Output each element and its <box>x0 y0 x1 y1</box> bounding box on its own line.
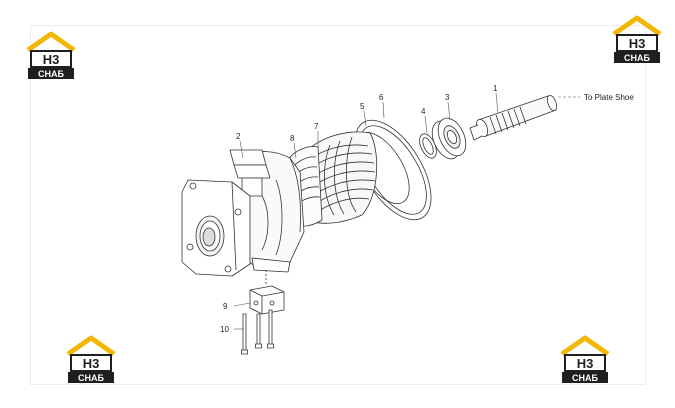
motor-housing-2 <box>229 149 305 273</box>
leader-lines <box>233 92 580 330</box>
shaft-1 <box>469 94 558 141</box>
logo-bottom-right: H3 СНАБ <box>556 332 614 384</box>
bolts-10 <box>241 309 274 355</box>
svg-text:СНАБ: СНАБ <box>624 53 650 63</box>
house-logo-icon: H3 СНАБ <box>66 335 116 383</box>
snap-ring-4 <box>419 133 437 159</box>
svg-text:СНАБ: СНАБ <box>572 373 598 383</box>
svg-text:H3: H3 <box>577 356 594 371</box>
svg-text:СНАБ: СНАБ <box>38 69 64 79</box>
logo-bottom-left: H3 СНАБ <box>62 332 120 384</box>
callout-5: 5 <box>360 102 365 111</box>
callout-4: 4 <box>421 107 426 116</box>
callout-2: 2 <box>236 132 241 141</box>
logo-top-right: H3 СНАБ <box>608 12 666 64</box>
callout-8: 8 <box>290 134 295 143</box>
house-logo-icon: H3 СНАБ <box>26 31 76 79</box>
mounting-flange <box>181 179 251 277</box>
logo-top-left: H3 СНАБ <box>22 28 80 80</box>
callout-6: 6 <box>379 93 384 102</box>
callout-10: 10 <box>220 325 229 334</box>
svg-text:H3: H3 <box>43 52 60 67</box>
house-logo-icon: H3 СНАБ <box>612 15 662 63</box>
svg-text:H3: H3 <box>629 36 646 51</box>
callout-1: 1 <box>493 84 498 93</box>
callout-9: 9 <box>223 302 228 311</box>
house-logo-icon: H3 СНАБ <box>560 335 610 383</box>
valve-block-9 <box>249 270 285 315</box>
svg-text:СНАБ: СНАБ <box>78 373 104 383</box>
callout-labels: 1 2 3 4 5 6 7 8 9 10 To Plate Shoe <box>220 84 634 334</box>
svg-text:H3: H3 <box>83 356 100 371</box>
callout-7: 7 <box>314 122 319 131</box>
bearing-3 <box>431 117 467 160</box>
to-plate-shoe-note: To Plate Shoe <box>584 93 634 102</box>
callout-3: 3 <box>445 93 450 102</box>
